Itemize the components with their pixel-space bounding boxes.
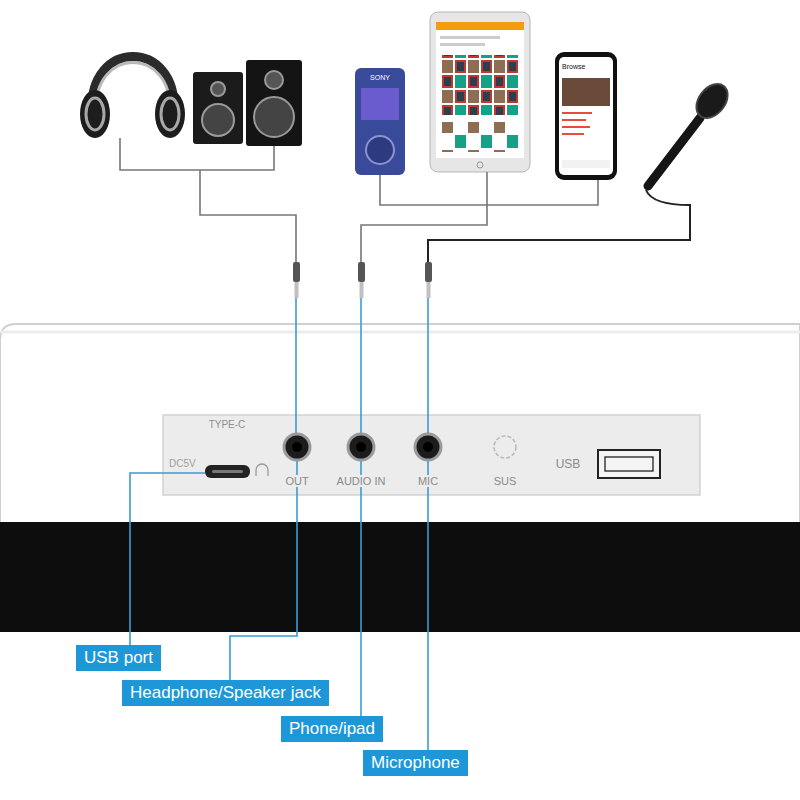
phone-list-line xyxy=(562,133,584,135)
callout-box: USB port xyxy=(76,645,161,671)
leader-line xyxy=(427,461,429,750)
plug-tip xyxy=(295,282,299,298)
phone-screen xyxy=(559,57,613,175)
tablet xyxy=(430,12,530,172)
jack-port xyxy=(348,434,374,460)
keyboard-base xyxy=(0,522,800,632)
headphone-icon xyxy=(256,464,268,476)
leader-line xyxy=(360,298,362,433)
album-grid xyxy=(440,55,520,115)
phone xyxy=(555,52,617,180)
phone-list-line xyxy=(562,126,590,128)
cable xyxy=(200,170,296,264)
plug-tip xyxy=(360,282,364,298)
callout-text: Microphone xyxy=(371,753,460,772)
tablet-text-line xyxy=(440,36,500,39)
plug xyxy=(425,262,432,282)
ear-cup-ring xyxy=(161,98,179,130)
cable xyxy=(120,138,274,170)
port-panel xyxy=(163,415,700,495)
tweeter xyxy=(265,71,283,89)
callout-text: USB port xyxy=(84,648,153,667)
keyboard-body xyxy=(0,324,800,525)
callout-text: Phone/ipad xyxy=(289,719,375,738)
jack-hole xyxy=(292,442,302,452)
album-grid xyxy=(440,55,520,115)
plug-tip xyxy=(427,282,431,298)
ear-cup-ring xyxy=(86,98,104,130)
leader-line xyxy=(360,461,362,716)
speaker xyxy=(246,60,302,146)
port-label: OUT xyxy=(283,475,310,487)
leader-line xyxy=(230,461,297,680)
usb-c-port xyxy=(205,465,250,478)
ear-cup xyxy=(155,90,185,138)
usb-c-port-inner xyxy=(212,470,243,473)
ear-cup xyxy=(80,90,110,138)
speaker xyxy=(193,72,243,144)
tablet-header xyxy=(436,22,524,30)
phone-tab-bar xyxy=(562,160,610,168)
jack-port xyxy=(284,434,310,460)
keyboard-edge xyxy=(0,331,800,334)
callout-box: Phone/ipad xyxy=(281,716,383,742)
plugs xyxy=(293,262,432,298)
port-label: DC5V xyxy=(169,458,196,469)
usb-port xyxy=(598,450,660,478)
woofer xyxy=(202,104,234,136)
callout-box: Microphone xyxy=(363,750,468,776)
plug xyxy=(358,262,365,282)
phone-album xyxy=(562,78,610,106)
usb-port-inner xyxy=(605,457,653,471)
callout-text: Headphone/Speaker jack xyxy=(130,683,321,702)
mp3-wheel xyxy=(366,136,394,164)
port-label: SUS xyxy=(494,475,517,487)
tablet-screen xyxy=(436,22,524,158)
jack-hole xyxy=(423,442,433,452)
leader-line xyxy=(295,298,297,433)
home-button xyxy=(477,162,483,168)
mp3-screen xyxy=(361,88,399,120)
cable xyxy=(361,172,487,264)
port-label: MIC xyxy=(416,475,440,487)
tablet-text-line xyxy=(440,43,485,46)
album-grid xyxy=(440,122,520,152)
cables xyxy=(120,138,690,264)
mp3-player xyxy=(355,68,405,175)
mic-head xyxy=(690,78,734,124)
plug xyxy=(293,262,300,282)
brand-label: SONY xyxy=(370,74,390,82)
leader-line xyxy=(427,298,429,433)
mic-cable xyxy=(428,190,690,264)
mic-handle xyxy=(648,118,700,186)
screen-label: Browse xyxy=(562,63,585,71)
sustain-port xyxy=(494,436,516,458)
port-label: TYPE-C xyxy=(209,419,246,430)
port-label: AUDIO IN xyxy=(335,475,388,487)
leader-line xyxy=(130,473,205,645)
jack-port xyxy=(415,434,441,460)
woofer xyxy=(254,97,294,137)
tweeter xyxy=(211,82,225,96)
phone-list-line xyxy=(562,119,586,121)
jack-hole xyxy=(356,442,366,452)
cable xyxy=(380,175,598,205)
phone-list-line xyxy=(562,112,592,114)
port-label: USB xyxy=(556,458,581,471)
callout-box: Headphone/Speaker jack xyxy=(122,680,329,706)
